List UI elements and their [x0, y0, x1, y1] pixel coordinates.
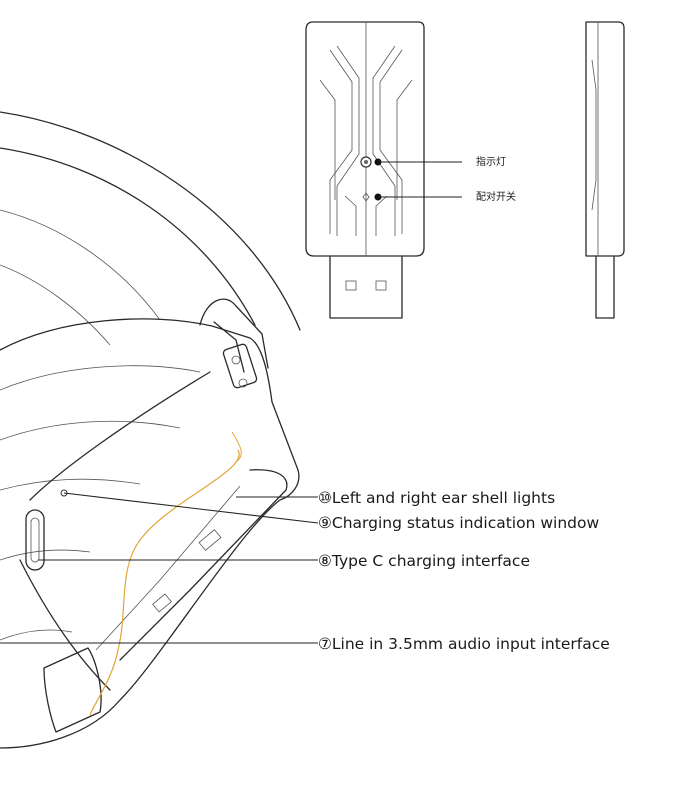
dongle-front-view: 指示灯 配对开关 — [305, 21, 516, 319]
indicator-label: 指示灯 — [476, 155, 506, 168]
internal-cable — [89, 449, 240, 716]
callout-type-c: ⑧Type C charging interface — [318, 552, 530, 570]
dongle-side-view — [585, 21, 625, 319]
callout-leaders — [0, 492, 319, 644]
pair-button — [362, 192, 370, 202]
callout-ear-shell-lights: ⑩Left and right ear shell lights — [318, 489, 555, 507]
callout-line-in: ⑦Line in 3.5mm audio input interface — [318, 635, 610, 653]
type-c-port — [25, 509, 45, 571]
pair-switch-label: 配对开关 — [476, 190, 516, 203]
headset-illustration — [0, 111, 301, 749]
callout-charging-window: ⑨Charging status indication window — [318, 514, 599, 532]
